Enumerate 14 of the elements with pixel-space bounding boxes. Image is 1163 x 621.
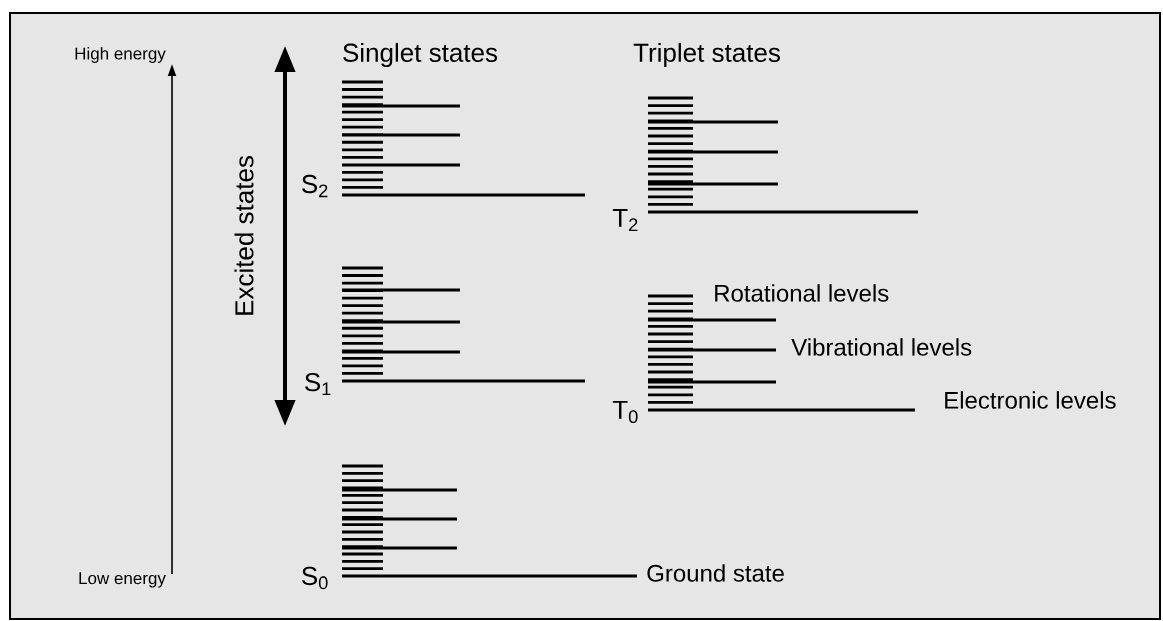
heading: Singlet states [343, 42, 498, 68]
level-label: Electronic levels [945, 391, 1116, 409]
axis-label: High energy [75, 47, 166, 63]
heading: Triplet states [633, 42, 780, 68]
level-label: Rotational levels [715, 284, 889, 302]
level-label: Ground state [647, 564, 784, 582]
axis-label: Low energy [79, 572, 166, 588]
state-label: S$_{2}$ [302, 174, 328, 198]
state-label: T$_{2}$ [612, 208, 638, 231]
axis-label: Excited states [234, 156, 254, 315]
state-label: T$_{0}$ [612, 400, 638, 424]
level-label: Vibrational levels [791, 338, 972, 356]
state-label: S$_{1}$ [305, 372, 331, 396]
state-label: S$_{0}$ [302, 566, 328, 590]
